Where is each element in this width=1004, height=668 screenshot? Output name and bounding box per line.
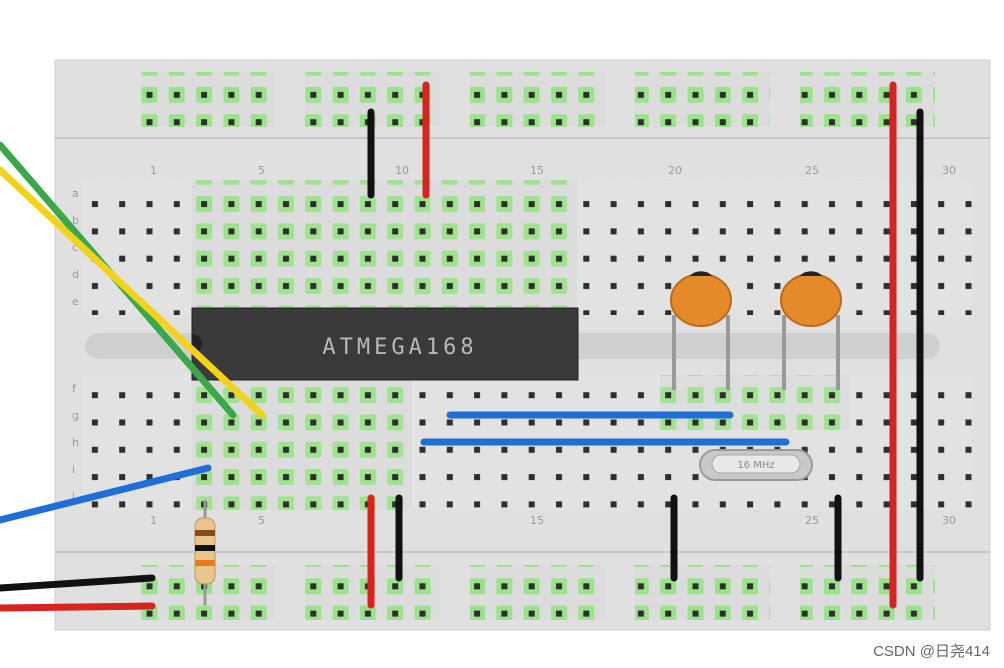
row-label: f xyxy=(72,382,77,395)
row-label: d xyxy=(72,268,79,281)
crystal-oscillator: 16 MHz xyxy=(699,449,813,481)
chip-label: ATMEGA168 xyxy=(322,335,477,360)
column-number: 1 xyxy=(150,164,157,177)
capacitor-1 xyxy=(670,271,732,390)
row-label: c xyxy=(72,241,78,254)
resistor xyxy=(194,500,216,605)
row-label: e xyxy=(72,295,79,308)
watermark: CSDN @日尧414 xyxy=(869,639,994,662)
upper-active-columns xyxy=(192,180,577,315)
row-label: g xyxy=(72,409,79,422)
row-labels-bottom: f g h i j xyxy=(71,382,79,503)
top-power-rail xyxy=(140,72,935,127)
row-label: h xyxy=(72,436,79,449)
lower-active-columns xyxy=(192,375,412,510)
column-number: 20 xyxy=(668,164,682,177)
column-number: 5 xyxy=(258,514,265,527)
red-external-wire xyxy=(0,602,156,612)
column-numbers-bottom: 1 5 15 25 30 xyxy=(150,514,956,527)
row-label: j xyxy=(71,490,75,503)
row-label: i xyxy=(72,463,75,476)
atmega-chip: ATMEGA168 xyxy=(191,307,579,381)
row-label: b xyxy=(72,214,79,227)
row-label: a xyxy=(72,187,79,200)
bottom-power-rail xyxy=(140,565,935,620)
column-number: 25 xyxy=(805,514,819,527)
column-number: 10 xyxy=(395,164,409,177)
column-number: 15 xyxy=(530,164,544,177)
capacitor-2 xyxy=(780,271,842,390)
yellow-external-wire xyxy=(0,166,266,419)
black-external-wire xyxy=(0,574,156,592)
column-number: 5 xyxy=(258,164,265,177)
column-number: 15 xyxy=(530,514,544,527)
row-labels-top: a b c d e xyxy=(72,187,79,308)
column-number: 30 xyxy=(942,164,956,177)
column-numbers-top: 1 5 10 15 20 25 30 xyxy=(150,164,956,177)
column-number: 1 xyxy=(150,514,157,527)
column-number: 25 xyxy=(805,164,819,177)
crystal-label: 16 MHz xyxy=(737,460,774,471)
column-number: 30 xyxy=(942,514,956,527)
lower-active-columns-right xyxy=(660,375,850,430)
blue-external-wire xyxy=(0,464,212,524)
